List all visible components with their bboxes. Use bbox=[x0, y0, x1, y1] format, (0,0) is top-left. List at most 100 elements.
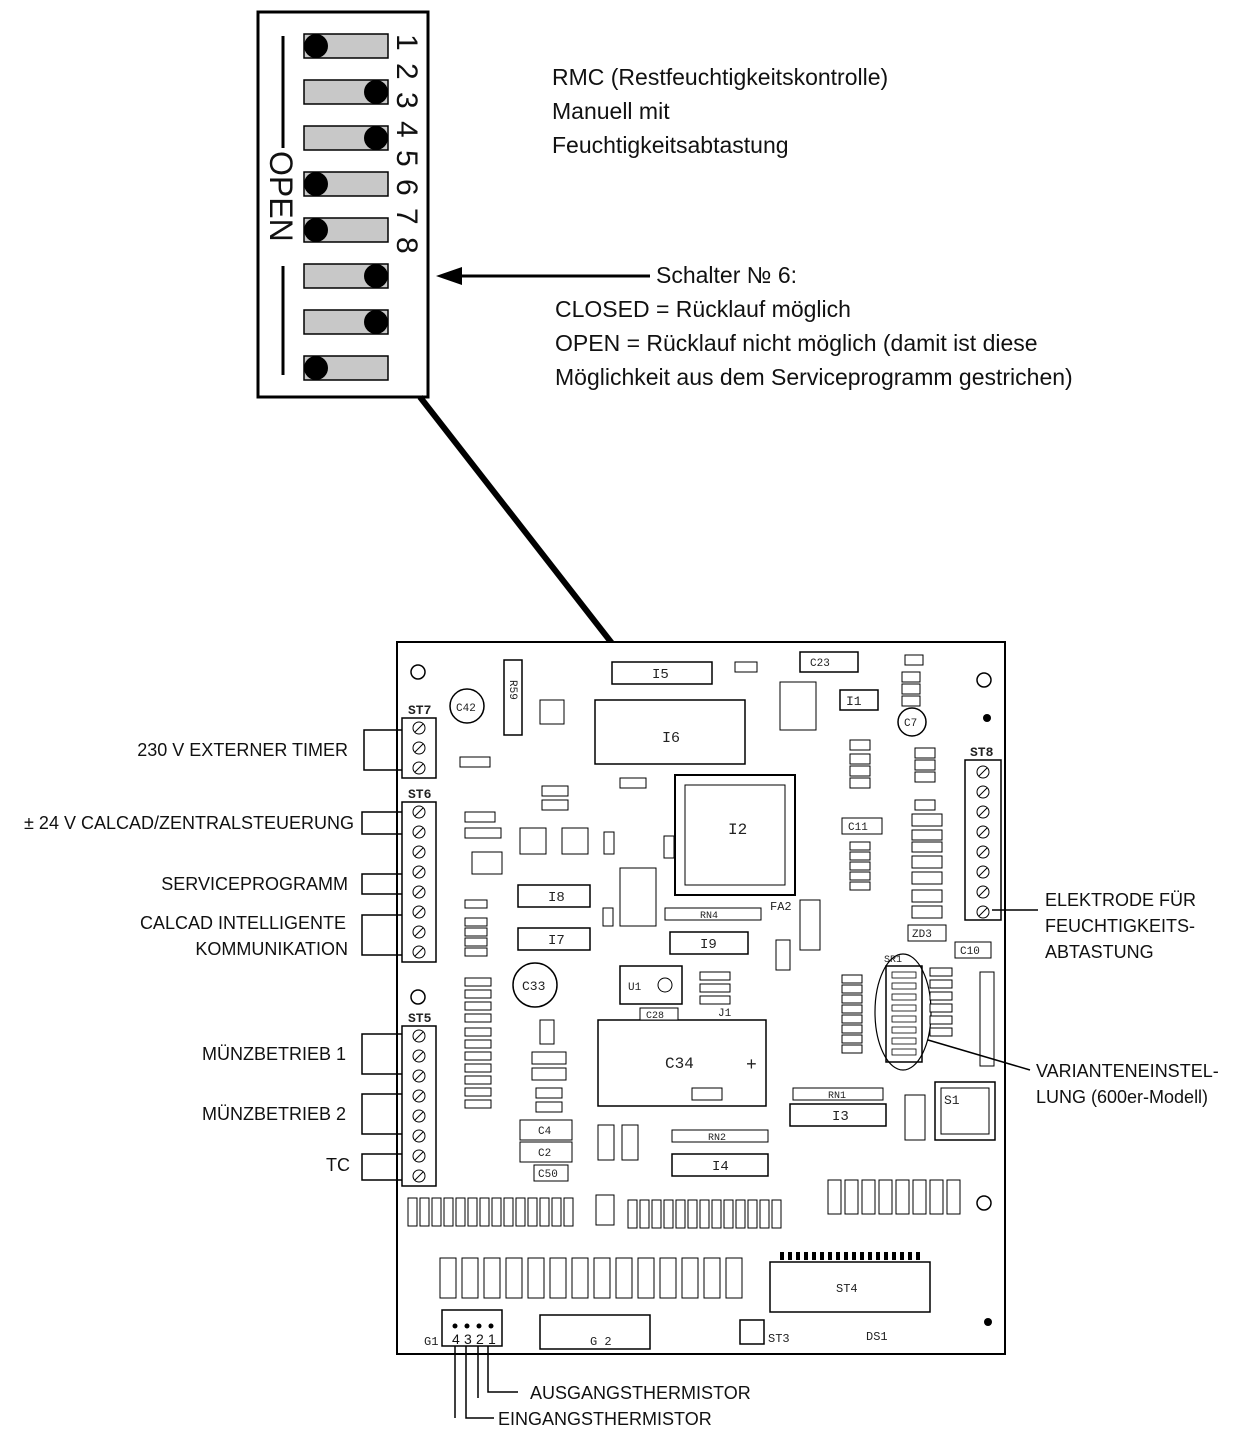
small-component bbox=[911, 889, 943, 903]
c42-label: C42 bbox=[456, 703, 476, 715]
terminal-screw bbox=[412, 885, 426, 899]
switch6-arrow bbox=[436, 267, 650, 285]
header-pin bbox=[828, 1252, 832, 1260]
st7-terminals bbox=[412, 721, 426, 775]
small-component bbox=[597, 1124, 615, 1161]
small-component bbox=[901, 683, 921, 695]
small-component bbox=[539, 699, 565, 725]
zd3-label: ZD3 bbox=[912, 929, 932, 941]
rn1-label: RN1 bbox=[828, 1091, 846, 1102]
terminal-screw bbox=[976, 885, 990, 899]
small-component bbox=[841, 1014, 863, 1024]
small-component bbox=[535, 1087, 563, 1099]
small-component bbox=[914, 799, 936, 811]
header-pin bbox=[908, 1252, 912, 1260]
small-component bbox=[911, 871, 943, 885]
terminal-screw bbox=[412, 805, 426, 819]
small-component bbox=[467, 1197, 478, 1227]
terminal-screw bbox=[412, 825, 426, 839]
small-component bbox=[901, 671, 921, 683]
g1-label: G1 bbox=[424, 1335, 438, 1349]
header-pin bbox=[876, 1252, 880, 1260]
dip-switch-4 bbox=[303, 171, 389, 197]
small-component bbox=[503, 1197, 514, 1227]
terminal-screw bbox=[412, 845, 426, 859]
g1-pin bbox=[488, 1323, 494, 1329]
small-component bbox=[929, 1003, 953, 1013]
sr1-lever bbox=[891, 1037, 917, 1045]
dip-switch-8 bbox=[303, 355, 389, 381]
small-component bbox=[675, 1199, 686, 1229]
small-component bbox=[861, 1179, 876, 1215]
terminal-screw bbox=[412, 1089, 426, 1103]
small-component bbox=[439, 1257, 457, 1299]
sr1-lever bbox=[891, 971, 917, 979]
st5-terminals bbox=[412, 1029, 426, 1183]
st7-label: ST7 bbox=[408, 703, 431, 718]
small-component bbox=[841, 994, 863, 1004]
switch6-note-line2: CLOSED = Rücklauf möglich bbox=[555, 296, 851, 322]
sr1-levers bbox=[891, 971, 917, 1056]
switch6-note-line1: Schalter № 6: bbox=[656, 262, 798, 288]
g1-pin bbox=[452, 1323, 458, 1329]
small-component bbox=[929, 967, 953, 977]
small-component bbox=[703, 1257, 721, 1299]
u1-label: U1 bbox=[628, 982, 642, 994]
small-component bbox=[407, 1197, 418, 1227]
small-component bbox=[895, 1179, 910, 1215]
small-component bbox=[979, 971, 995, 1067]
g1-pin bbox=[464, 1323, 470, 1329]
switch6-note-line3: OPEN = Rücklauf nicht möglich (damit ist… bbox=[555, 330, 1038, 356]
st4-label: ST4 bbox=[836, 1282, 858, 1296]
small-component bbox=[723, 1199, 734, 1229]
small-component bbox=[491, 1197, 502, 1227]
small-component bbox=[464, 1027, 492, 1037]
small-component bbox=[849, 851, 871, 861]
header-pin bbox=[804, 1252, 808, 1260]
small-component bbox=[904, 1094, 926, 1141]
small-component bbox=[929, 1179, 944, 1215]
label-coin-op-2: MÜNZBETRIEB 2 bbox=[201, 1104, 346, 1124]
small-component bbox=[637, 1257, 655, 1299]
small-component bbox=[464, 1063, 492, 1073]
small-component bbox=[505, 1257, 523, 1299]
terminal-screw bbox=[976, 785, 990, 799]
small-component bbox=[593, 1257, 611, 1299]
small-component bbox=[619, 777, 647, 789]
small-component bbox=[479, 1197, 490, 1227]
st5-label: ST5 bbox=[408, 1011, 432, 1026]
fa2-label: FA2 bbox=[770, 900, 792, 914]
sr1-lever bbox=[891, 982, 917, 990]
small-component bbox=[464, 899, 488, 909]
r59-label: R59 bbox=[506, 680, 518, 700]
header-pin bbox=[836, 1252, 840, 1260]
small-component bbox=[929, 991, 953, 1001]
small-component bbox=[849, 765, 871, 777]
small-component bbox=[841, 1044, 863, 1054]
header-pin bbox=[812, 1252, 816, 1260]
j1-label: J1 bbox=[718, 1008, 732, 1020]
dip-number-6: 6 bbox=[390, 179, 423, 196]
label-calcad-intelligent-1: CALCAD INTELLIGENTE bbox=[139, 913, 346, 933]
small-component bbox=[627, 1199, 638, 1229]
small-component bbox=[849, 861, 871, 871]
small-component bbox=[464, 827, 502, 839]
small-component bbox=[515, 1197, 526, 1227]
small-component bbox=[699, 983, 731, 993]
small-component bbox=[911, 841, 943, 853]
dip-switch-1 bbox=[303, 33, 389, 59]
label-electrode-2: FEUCHTIGKEITS- bbox=[1045, 916, 1196, 936]
label-tc: TC bbox=[326, 1155, 350, 1175]
small-component bbox=[464, 811, 496, 823]
small-component bbox=[663, 835, 675, 859]
small-component bbox=[464, 1087, 492, 1097]
small-component bbox=[464, 1099, 492, 1109]
small-component bbox=[911, 829, 943, 841]
small-component bbox=[464, 1013, 492, 1023]
header-pin bbox=[884, 1252, 888, 1260]
small-component bbox=[603, 831, 615, 855]
header-pin bbox=[788, 1252, 792, 1260]
label-electrode-1: ELEKTRODE FÜR bbox=[1045, 890, 1197, 910]
